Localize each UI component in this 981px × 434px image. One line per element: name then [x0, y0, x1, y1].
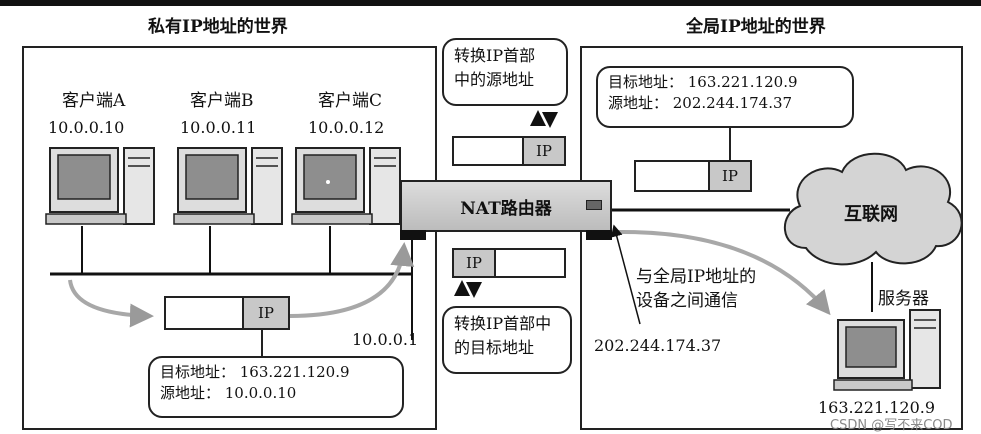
router-foot-left: [400, 230, 426, 240]
router-inner-ip: 10.0.0.1: [352, 330, 419, 349]
nat-router-label: NAT路由器: [460, 198, 552, 219]
private-address-bubble: 目标地址： 163.221.120.9 源地址： 10.0.0.10: [148, 356, 404, 418]
packet-payload: [636, 162, 708, 190]
flow-arrow-packet-to-router: [289, 242, 415, 318]
top-bar: [0, 0, 981, 6]
router-foot-right: [586, 230, 612, 240]
global-address-bubble: 目标地址： 163.221.120.9 源地址： 202.244.174.37: [596, 66, 854, 128]
nat-top-line-1: 转换IP首部: [454, 46, 536, 65]
nat-top-line-2: 中的源地址: [454, 70, 535, 89]
packet-ip-header: IP: [454, 250, 496, 276]
server-label: 服务器: [878, 289, 929, 309]
computer-server: [833, 309, 941, 391]
nat-dest-convert-bubble: 转换IP首部中 的目标地址: [442, 306, 572, 374]
packet-ip-header: IP: [242, 298, 288, 328]
nat-bottom-line-2: 的目标地址: [454, 338, 535, 357]
nat-lower-packet: IP: [452, 248, 566, 278]
nat-bottom-line-1: 转换IP首部中: [454, 314, 552, 333]
router-status-light: [586, 200, 602, 210]
client-b-ip: 10.0.0.11: [180, 118, 257, 137]
client-a-ip: 10.0.0.10: [48, 118, 125, 137]
private-src-address: 源地址： 10.0.0.10: [160, 384, 297, 402]
computer-client-c: [291, 147, 401, 225]
watermark: CSDN @写不来COD: [830, 418, 953, 433]
private-dest-address: 目标地址： 163.221.120.9: [160, 363, 350, 381]
client-a-name: 客户端A: [62, 91, 126, 111]
client-c-name: 客户端C: [318, 91, 383, 111]
internet-cloud: [784, 152, 963, 266]
flow-arrow-router-to-server: [615, 229, 831, 316]
packet-payload: [166, 298, 242, 328]
global-comm-note-line-1: 与全局IP地址的: [636, 267, 757, 287]
computer-client-b: [173, 147, 283, 225]
packet-ip-header: IP: [522, 138, 564, 164]
packet-ip-header: IP: [708, 162, 750, 190]
client-c-ip: 10.0.0.12: [308, 118, 385, 137]
nat-upper-packet: IP: [452, 136, 566, 166]
nat-router: NAT路由器: [400, 180, 612, 232]
private-region-title: 私有IP地址的世界: [148, 17, 288, 37]
server-ip: 163.221.120.9: [818, 398, 936, 417]
global-src-address: 源地址： 202.244.174.37: [608, 94, 793, 112]
packet-payload: [496, 250, 564, 276]
internet-label: 互联网: [844, 204, 898, 225]
global-dest-address: 目标地址： 163.221.120.9: [608, 73, 798, 91]
global-comm-note-line-2: 设备之间通信: [636, 291, 738, 311]
flow-arrow-client-to-packet: [68, 279, 154, 328]
computer-client-a: [45, 147, 155, 225]
global-side-packet: IP: [634, 160, 752, 192]
router-outer-ip: 202.244.174.37: [594, 336, 722, 355]
global-region-title: 全局IP地址的世界: [686, 17, 826, 37]
packet-payload: [454, 138, 522, 164]
client-b-name: 客户端B: [190, 91, 254, 111]
private-side-packet: IP: [164, 296, 290, 330]
nat-source-convert-bubble: 转换IP首部 中的源地址: [442, 38, 568, 106]
